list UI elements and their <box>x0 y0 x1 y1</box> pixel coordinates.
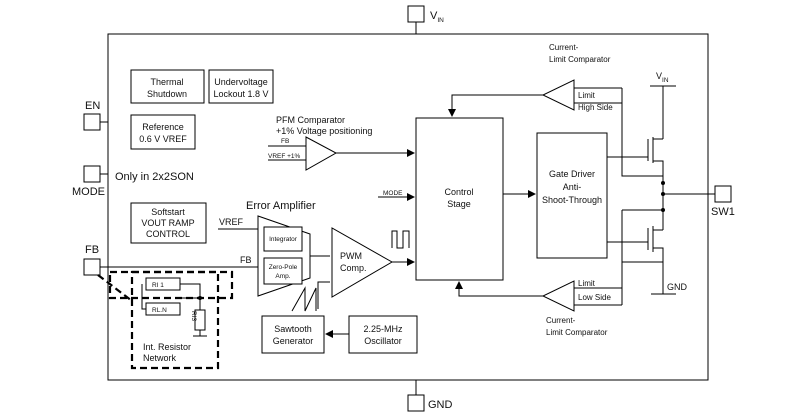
internal-resistor-network: RI 1 RL.N RI3 Int. Resistor Network <box>97 270 234 370</box>
svg-text:Shoot-Through: Shoot-Through <box>542 195 602 205</box>
ic-outline <box>107 33 709 381</box>
svg-text:Integrator: Integrator <box>269 236 298 243</box>
ea-fb-label: FB <box>240 255 252 265</box>
svg-text:Lockout 1.8 V: Lockout 1.8 V <box>213 89 268 99</box>
current-limit-comparator-top: Current- Limit Comparator Limit High Sid… <box>448 43 622 117</box>
svg-text:VREF +1%: VREF +1% <box>268 153 301 160</box>
softstart-block: Softstart VOUT RAMP CONTROL <box>130 202 207 244</box>
sawtooth-generator-block: Sawtooth Generator <box>261 315 325 354</box>
svg-text:Shutdown: Shutdown <box>147 89 187 99</box>
svg-text:VIN: VIN <box>430 10 444 24</box>
svg-text:RL.N: RL.N <box>152 307 167 314</box>
gate-driver-block: Gate Driver Anti- Shoot-Through <box>503 132 608 259</box>
pin-vin: VIN <box>407 5 444 34</box>
oscillator-block: 2.25-MHz Oscillator <box>325 315 418 354</box>
svg-text:2.25-MHz: 2.25-MHz <box>363 324 403 334</box>
svg-text:Stage: Stage <box>447 199 471 209</box>
svg-text:PFM Comparator: PFM Comparator <box>276 115 345 125</box>
svg-text:Comp.: Comp. <box>340 263 367 273</box>
current-limit-comparator-bottom: Limit Low Side Current- Limit Comparator <box>455 279 622 337</box>
svg-text:Error Amplifier: Error Amplifier <box>246 200 316 212</box>
svg-text:High Side: High Side <box>578 103 613 112</box>
pwm-waveform-icon <box>391 230 410 249</box>
mode-note: Only in 2x2SON <box>115 171 194 183</box>
svg-text:Limit Comparator: Limit Comparator <box>549 55 611 64</box>
svg-text:Low Side: Low Side <box>578 293 611 302</box>
svg-text:VIN: VIN <box>656 71 669 84</box>
svg-text:FB: FB <box>281 138 289 145</box>
sawtooth-waveform-icon <box>291 286 317 312</box>
svg-text:0.6 V VREF: 0.6 V VREF <box>139 134 187 144</box>
svg-text:Current-: Current- <box>549 43 579 52</box>
svg-text:VOUT RAMP: VOUT RAMP <box>141 218 194 228</box>
pin-fb: FB <box>83 244 101 276</box>
control-stage-block: Control Stage MODE <box>378 117 504 281</box>
svg-text:Generator: Generator <box>273 336 314 346</box>
vref-label: VREF <box>219 217 244 227</box>
pin-gnd: GND <box>407 380 453 412</box>
svg-text:Reference: Reference <box>142 122 184 132</box>
pin-en-label: EN <box>85 100 100 112</box>
svg-text:Oscillator: Oscillator <box>364 336 402 346</box>
undervoltage-lockout-block: Undervoltage Lockout 1.8 V <box>208 69 274 104</box>
low-side-mosfet <box>607 226 664 294</box>
pfm-comparator: PFM Comparator +1% Voltage positioning F… <box>268 115 415 171</box>
thermal-shutdown-block: Thermal Shutdown <box>130 69 205 104</box>
pwm-comparator: PWM Comp. <box>291 227 415 312</box>
svg-text:CONTROL: CONTROL <box>146 229 190 239</box>
pin-mode: MODE Only in 2x2SON <box>72 165 194 198</box>
svg-text:Thermal: Thermal <box>150 77 183 87</box>
error-amplifier: Error Amplifier Integrator Zero-Pole Amp… <box>100 200 330 297</box>
pin-mode-label: MODE <box>72 186 105 198</box>
svg-text:Current-: Current- <box>546 316 576 325</box>
svg-text:Network: Network <box>143 353 177 363</box>
svg-text:+1% Voltage positioning: +1% Voltage positioning <box>276 126 372 136</box>
high-side-mosfet <box>607 137 664 183</box>
svg-text:Zero-Pole: Zero-Pole <box>269 264 298 271</box>
svg-text:Amp.: Amp. <box>275 273 290 280</box>
svg-text:Sawtooth: Sawtooth <box>274 324 312 334</box>
svg-text:Limit: Limit <box>578 279 596 288</box>
svg-text:Anti-: Anti- <box>563 182 582 192</box>
pin-fb-label: FB <box>85 244 99 256</box>
pin-sw1: SW1 <box>664 185 735 218</box>
pin-en: EN <box>83 100 108 131</box>
integrator-block <box>263 226 303 252</box>
svg-text:Int. Resistor: Int. Resistor <box>143 342 191 352</box>
control-mode-label: MODE <box>383 190 403 197</box>
svg-text:Limit: Limit <box>578 91 596 100</box>
power-stage: VIN GND <box>607 71 688 305</box>
power-gnd-label: GND <box>667 282 688 292</box>
pin-gnd-label: GND <box>428 399 453 411</box>
svg-text:Limit Comparator: Limit Comparator <box>546 328 608 337</box>
svg-text:Softstart: Softstart <box>151 207 185 217</box>
svg-text:RI 1: RI 1 <box>152 282 164 289</box>
svg-text:Gate Driver: Gate Driver <box>549 169 595 179</box>
svg-text:PWM: PWM <box>340 251 362 261</box>
reference-block: Reference 0.6 V VREF <box>130 114 196 150</box>
svg-text:Control: Control <box>444 187 473 197</box>
pin-sw1-label: SW1 <box>711 206 735 218</box>
svg-text:Undervoltage: Undervoltage <box>214 77 268 87</box>
svg-text:RI3: RI3 <box>190 311 197 322</box>
zero-pole-amp-block <box>263 257 303 285</box>
